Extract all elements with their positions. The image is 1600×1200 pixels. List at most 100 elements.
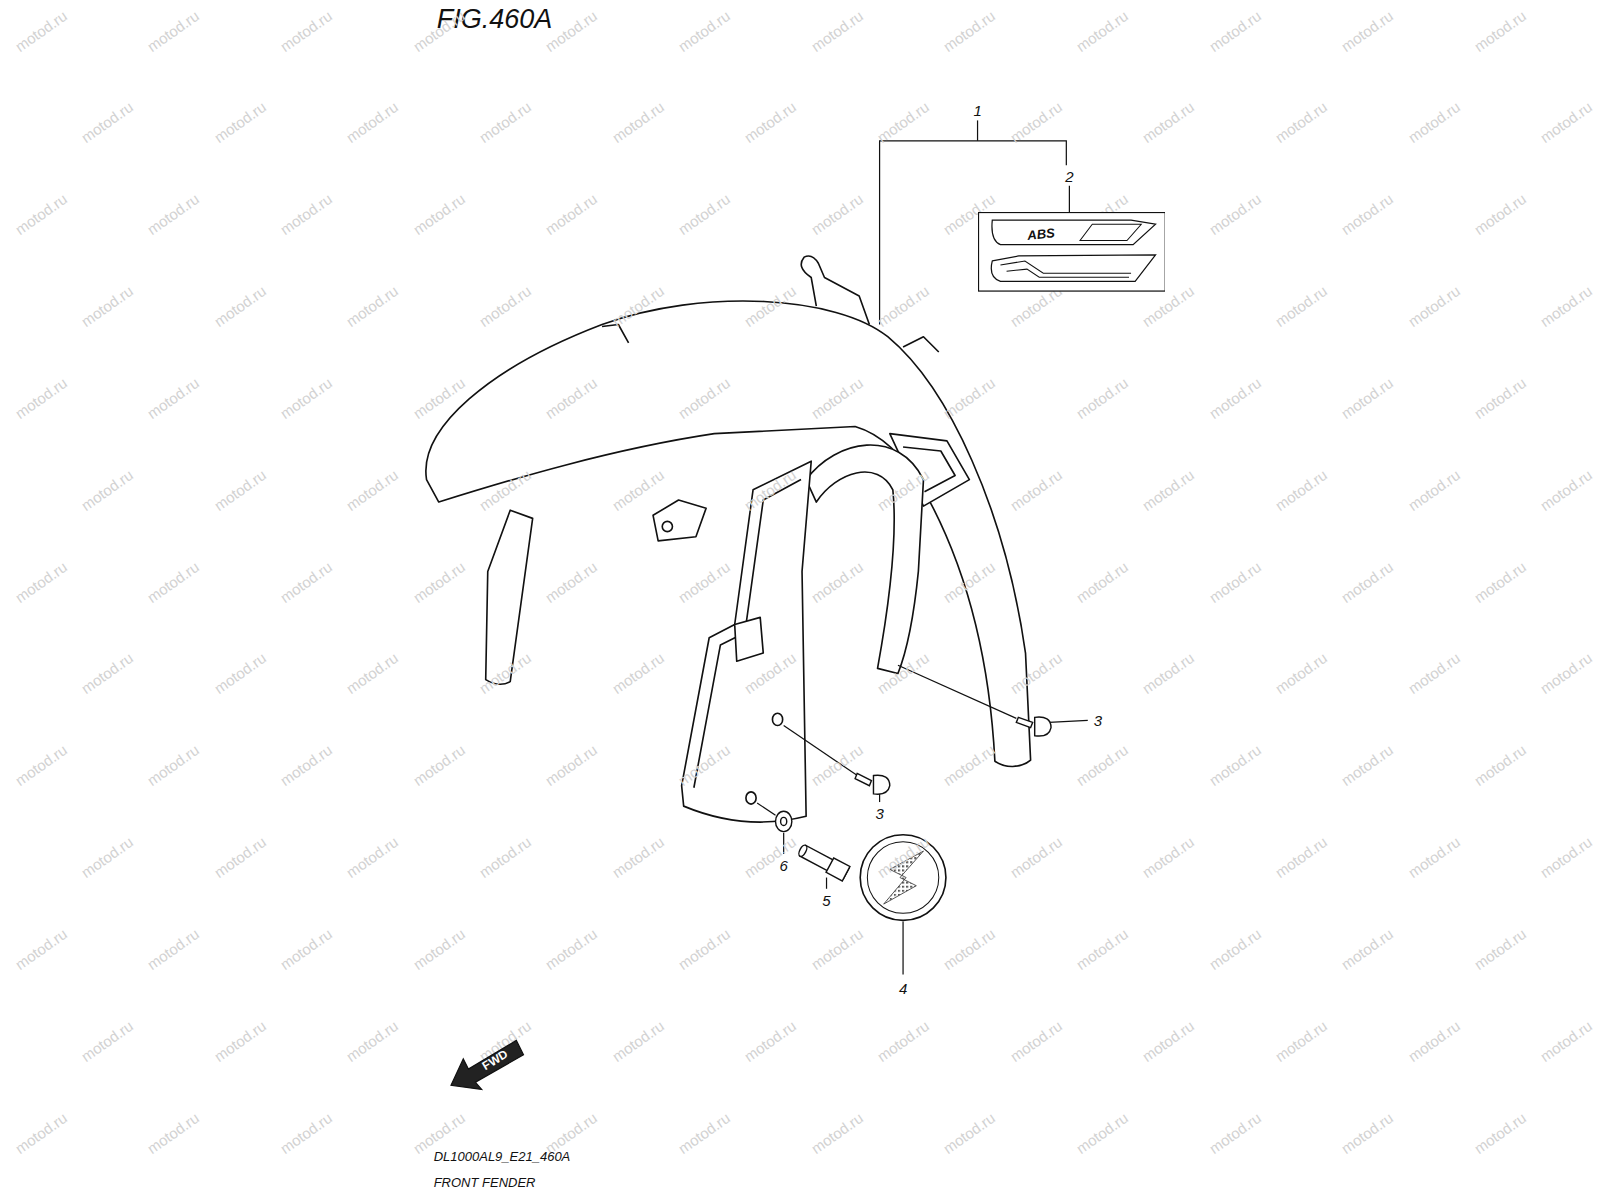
watermark: motod.ru [874,1018,931,1064]
watermark: motod.ru [1471,375,1528,421]
watermark: motod.ru [1140,834,1197,880]
watermark: motod.ru [145,375,202,421]
watermark: motod.ru [1405,99,1462,145]
fork-cover-detail [694,480,801,788]
decal-text: ABS [1026,226,1055,242]
watermark: motod.ru [477,834,534,880]
watermark: motod.ru [278,1110,335,1156]
watermark: motod.ru [609,650,666,696]
watermark: motod.ru [1140,99,1197,145]
watermark: motod.ru [1339,7,1396,53]
watermark: motod.ru [1206,742,1263,788]
watermark: motod.ru [941,926,998,972]
watermark: motod.ru [79,834,136,880]
decal-outline [1006,269,1128,277]
watermark: motod.ru [1272,467,1329,513]
watermark: motod.ru [609,99,666,145]
watermark: motod.ru [543,926,600,972]
watermark: motod.ru [145,742,202,788]
forward-arrow: FWD [449,1018,526,1091]
watermark: motod.ru [145,191,202,237]
watermark: motod.ru [477,99,534,145]
decal-outline [1080,224,1141,240]
watermark: motod.ru [145,7,202,53]
watermark: motod.ru [477,283,534,329]
arrow-shape [451,1041,523,1090]
watermark: motod.ru [1339,926,1396,972]
watermark: motod.ru [1538,467,1595,513]
watermark: motod.ru [1206,1110,1263,1156]
fender-tab-hole [662,521,672,531]
watermark: motod.ru [1272,650,1329,696]
watermark: motod.ru [1405,283,1462,329]
watermark: motod.ru [12,7,69,53]
watermark: motod.ru [1405,650,1462,696]
watermark: motod.ru [344,1018,401,1064]
washer [781,817,787,825]
collar-shaft [796,842,850,881]
watermark: motod.ru [1206,7,1263,53]
leader-line [1069,186,1070,213]
decal-outline [1000,261,1131,273]
watermark: motod.ru [1339,375,1396,421]
arrow-shape [449,1018,526,1091]
watermark: motod.ru [1007,99,1064,145]
watermark: motod.ru [676,191,733,237]
decal-outline [978,212,1166,292]
watermark: motod.ru [344,834,401,880]
watermark: motod.ru [79,283,136,329]
fender-tab [653,500,706,541]
watermark: motod.ru [1471,191,1528,237]
watermark: motod.ru [1206,375,1263,421]
emblem [860,835,946,921]
watermark: motod.ru [344,467,401,513]
watermark: motod.ru [410,559,467,605]
watermark: motod.ru [410,742,467,788]
watermark: motod.ru [1073,559,1130,605]
watermark: motod.ru [1206,559,1263,605]
watermark: motod.ru [808,742,865,788]
leader-line [757,803,775,815]
watermark: motod.ru [410,926,467,972]
callout-number: 6 [780,858,788,873]
fender-small-wing [602,324,629,342]
callout-number: 4 [899,980,907,995]
fork-cover-step [735,617,764,661]
watermark: motod.ru [609,834,666,880]
emblem [860,835,946,921]
screw [1035,717,1051,736]
watermark: motod.ru [1471,742,1528,788]
washer [776,811,792,831]
watermark: motod.ru [676,7,733,53]
callout-number: 1 [973,103,981,118]
watermark: motod.ru [543,191,600,237]
collar-shaft [797,844,808,858]
watermark: motod.ru [211,834,268,880]
leader-line [879,794,880,802]
watermark: motod.ru [211,283,268,329]
screw [855,773,871,785]
watermark: motod.ru [808,7,865,53]
watermark: motod.ru [543,742,600,788]
watermark: motod.ru [1073,926,1130,972]
fender-rear-top [903,337,939,352]
watermark: motod.ru [808,926,865,972]
watermark: motod.ru [211,99,268,145]
decal-outline [991,220,1155,244]
watermark: motod.ru [1140,650,1197,696]
watermark: motod.ru [874,283,931,329]
watermark: motod.ru [1405,834,1462,880]
watermark: motod.ru [211,650,268,696]
leader-line [977,120,978,140]
watermark: motod.ru [278,742,335,788]
screw [1016,717,1032,727]
watermark: motod.ru [1272,834,1329,880]
watermark: motod.ru [344,650,401,696]
collar-shaft [826,858,850,881]
watermark: motod.ru [1538,834,1595,880]
watermark: motod.ru [278,926,335,972]
watermark: motod.ru [211,467,268,513]
watermark: motod.ru [1073,742,1130,788]
callout-number: 3 [875,806,883,821]
